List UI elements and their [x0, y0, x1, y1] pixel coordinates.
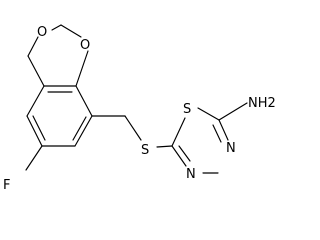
bond-n4-c5-double [178, 145, 191, 162]
bond-c2-n3-double [212, 124, 222, 143]
bond-c7-c8 [74, 115, 93, 147]
atom-labels: O O F S S N N NH2 [3, 25, 276, 189]
bond-c6-f [25, 145, 43, 171]
atom-n4: N [186, 167, 196, 182]
atom-f: F [3, 178, 10, 189]
bond-lines [25, 24, 248, 174]
bond-c4a-c5 [26, 85, 45, 117]
bond-s-c5ring [156, 145, 173, 148]
atom-n3: N [226, 141, 236, 156]
bond-c2-n3 [218, 119, 229, 141]
bond-c5-s1 [171, 117, 186, 147]
bond-c5-c6-inner [32, 115, 46, 141]
bond-c4-o3 [27, 36, 39, 57]
atom-s-linker: S [141, 143, 149, 158]
atom-o3: O [37, 25, 47, 40]
atom-o1: O [80, 38, 90, 53]
bond-c4a-c4 [27, 55, 45, 87]
bond-c2-nh2 [218, 102, 248, 121]
bond-n4-c5 [171, 145, 187, 167]
bond-s1-c2 [197, 107, 220, 121]
bond-o1-c8a [75, 50, 89, 87]
bond-c7-c8-inner [72, 116, 87, 141]
bond-ch2-s [124, 115, 142, 141]
bond-c8-c8a [75, 85, 93, 117]
bond-o3-c2 [51, 24, 62, 31]
atom-nh2: NH2 [248, 96, 276, 111]
chemical-structure: O O F S S N N NH2 [3, 24, 276, 189]
bond-c5-c6 [26, 115, 43, 147]
atom-s-ring: S [183, 102, 191, 117]
bond-c2-o1 [60, 24, 82, 38]
